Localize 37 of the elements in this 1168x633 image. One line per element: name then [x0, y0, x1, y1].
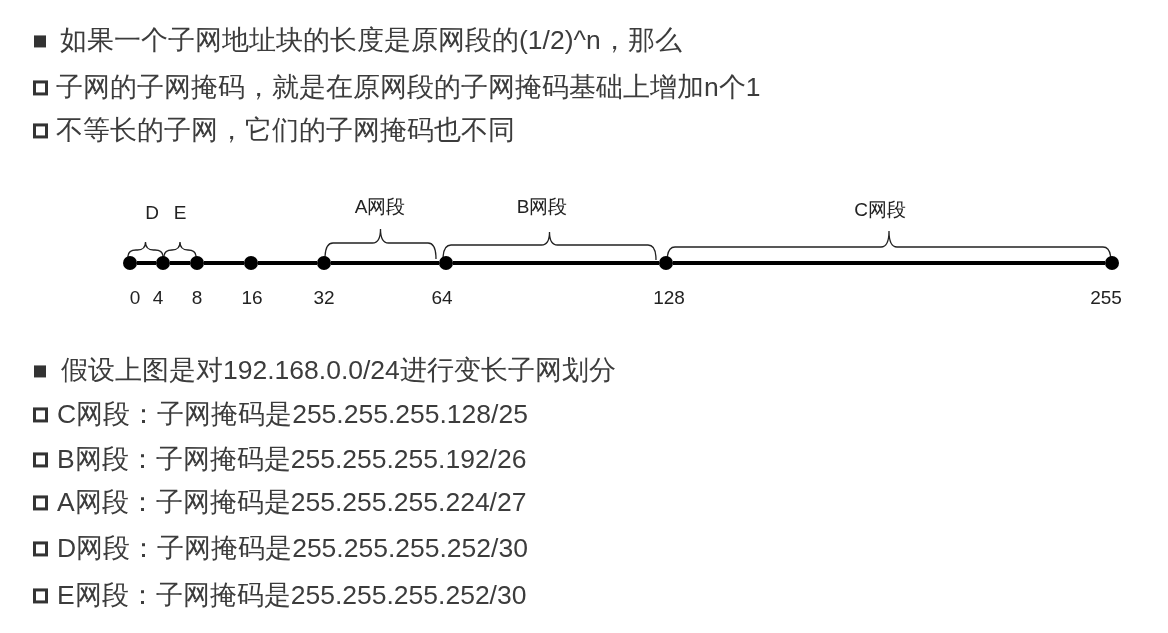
point-dot	[123, 256, 137, 270]
point-dot	[317, 256, 331, 270]
line-segment	[137, 261, 156, 265]
point-dot	[659, 256, 673, 270]
tick-value: 4	[152, 286, 164, 310]
segment-label: D	[145, 201, 159, 225]
line-segment	[331, 261, 439, 265]
tick-value: 16	[241, 286, 263, 310]
bullet-text: A网段：子网掩码是255.255.255.224/27	[57, 486, 527, 520]
tick-value: 0	[129, 286, 141, 310]
line-segment	[170, 261, 190, 265]
point-dot	[1105, 256, 1119, 270]
segment-label: E	[173, 201, 187, 225]
tick-value: 8	[191, 286, 203, 310]
tick-value: 255	[1090, 286, 1122, 310]
line-segment	[673, 261, 1105, 265]
bullet-text: 不等长的子网，它们的子网掩码也不同	[56, 114, 515, 148]
tick-value: 32	[313, 286, 335, 310]
point-dot	[190, 256, 204, 270]
bullet-text: B网段：子网掩码是255.255.255.192/26	[57, 443, 527, 477]
point-dot	[156, 256, 170, 270]
segment-label: C网段	[854, 198, 906, 222]
bullet-text: E网段：子网掩码是255.255.255.252/30	[57, 579, 527, 613]
bullet-text: 子网的子网掩码，就是在原网段的子网掩码基础上增加n个1	[56, 71, 761, 105]
segment-label: B网段	[516, 195, 568, 219]
tick-value: 64	[431, 286, 453, 310]
point-dot	[439, 256, 453, 270]
line-segment	[204, 261, 244, 265]
bullet-text: 假设上图是对192.168.0.0/24进行变长子网划分	[61, 354, 616, 388]
bullet-text: C网段：子网掩码是255.255.255.128/25	[57, 398, 528, 432]
bullet-text: D网段：子网掩码是255.255.255.252/30	[57, 532, 528, 566]
line-segment	[258, 261, 317, 265]
bullet-text: 如果一个子网地址块的长度是原网段的(1/2)^n，那么	[60, 24, 682, 58]
line-segment	[453, 261, 659, 265]
point-dot	[244, 256, 258, 270]
tick-value: 128	[653, 286, 685, 310]
segment-label: A网段	[354, 195, 406, 219]
